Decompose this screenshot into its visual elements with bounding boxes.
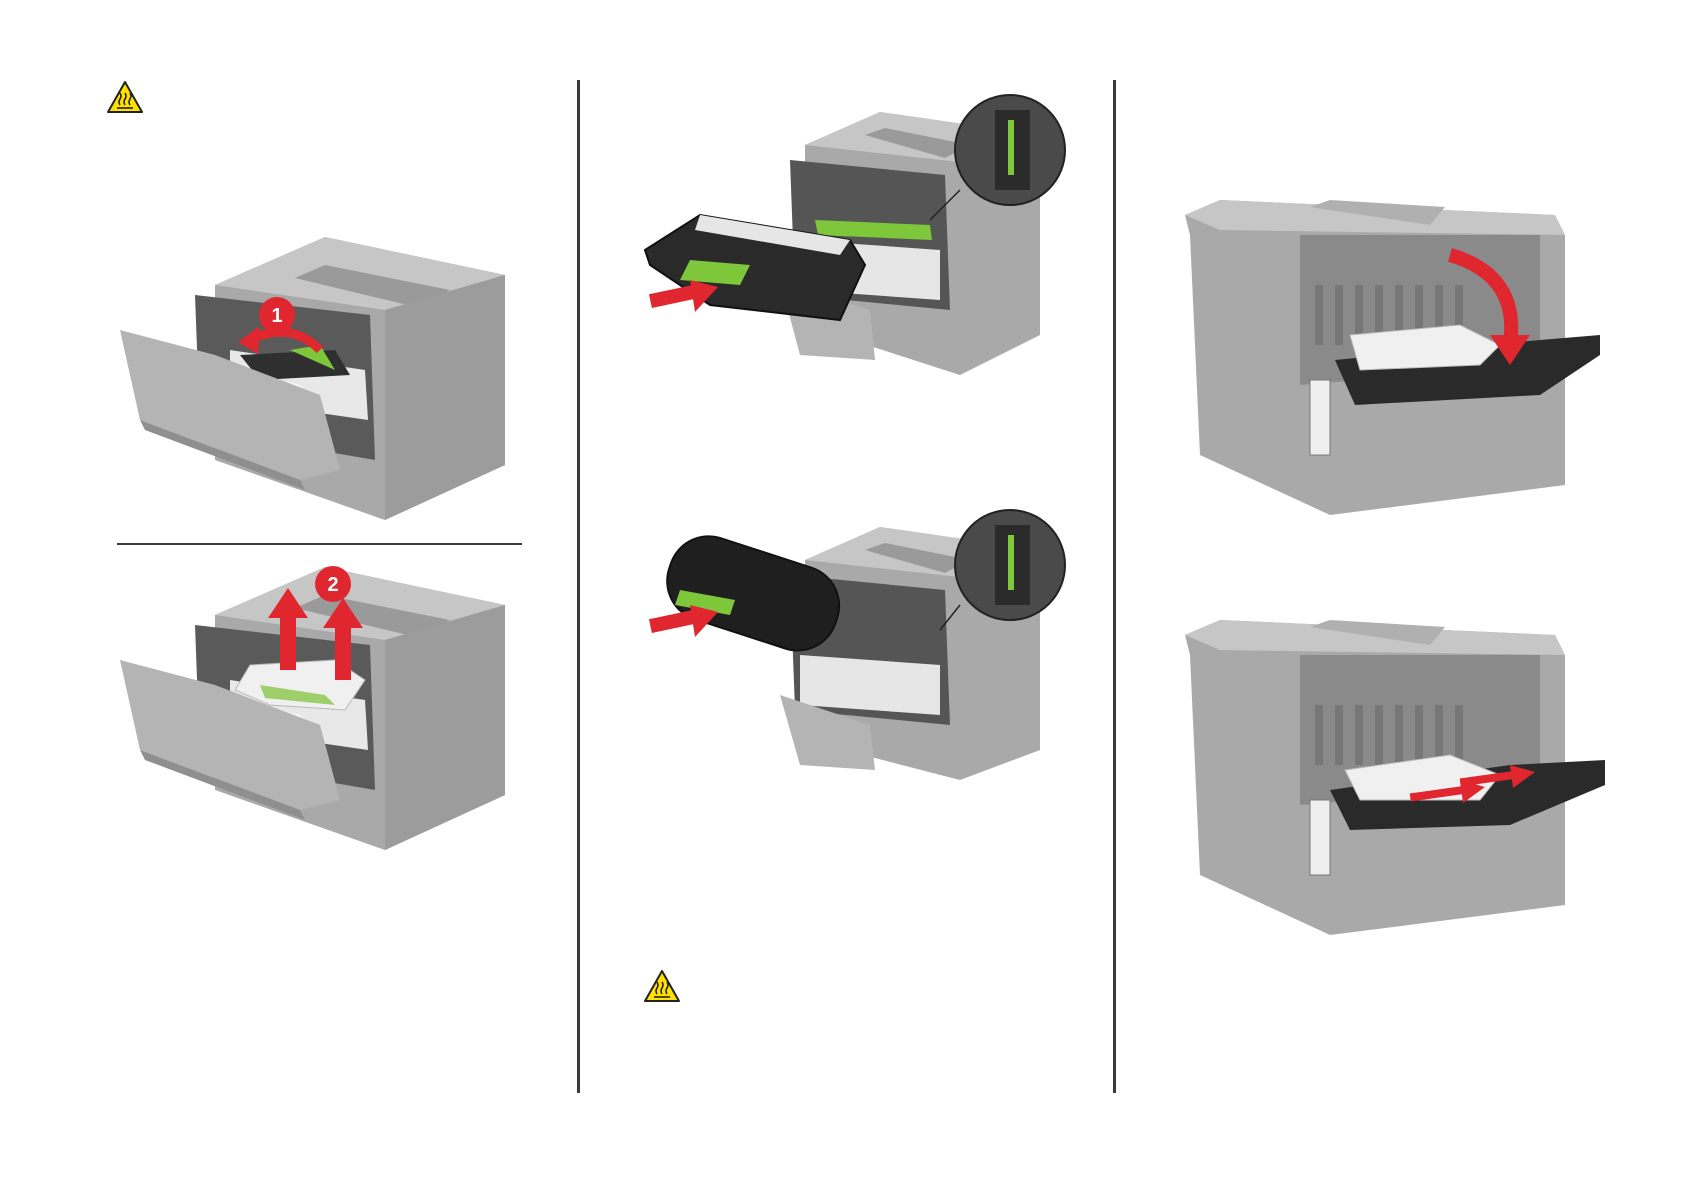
- badge-number: 1: [271, 305, 282, 327]
- badge-number: 2: [327, 574, 338, 596]
- figure-open-rear-door: [1180, 195, 1600, 525]
- figure-remove-paper-front: 2: [120, 560, 530, 860]
- hot-surface-warning-icon: [106, 80, 144, 114]
- column-divider-right: [1113, 80, 1116, 1093]
- figure-insert-imaging-unit: [640, 90, 1080, 390]
- figure-remove-paper-rear: [1180, 615, 1610, 945]
- figure-separator: [117, 543, 522, 545]
- figure-insert-toner-cartridge: [640, 505, 1080, 785]
- hot-surface-warning-icon: [643, 969, 681, 1003]
- figure-open-guide: 1: [120, 230, 530, 530]
- column-divider-left: [577, 80, 580, 1093]
